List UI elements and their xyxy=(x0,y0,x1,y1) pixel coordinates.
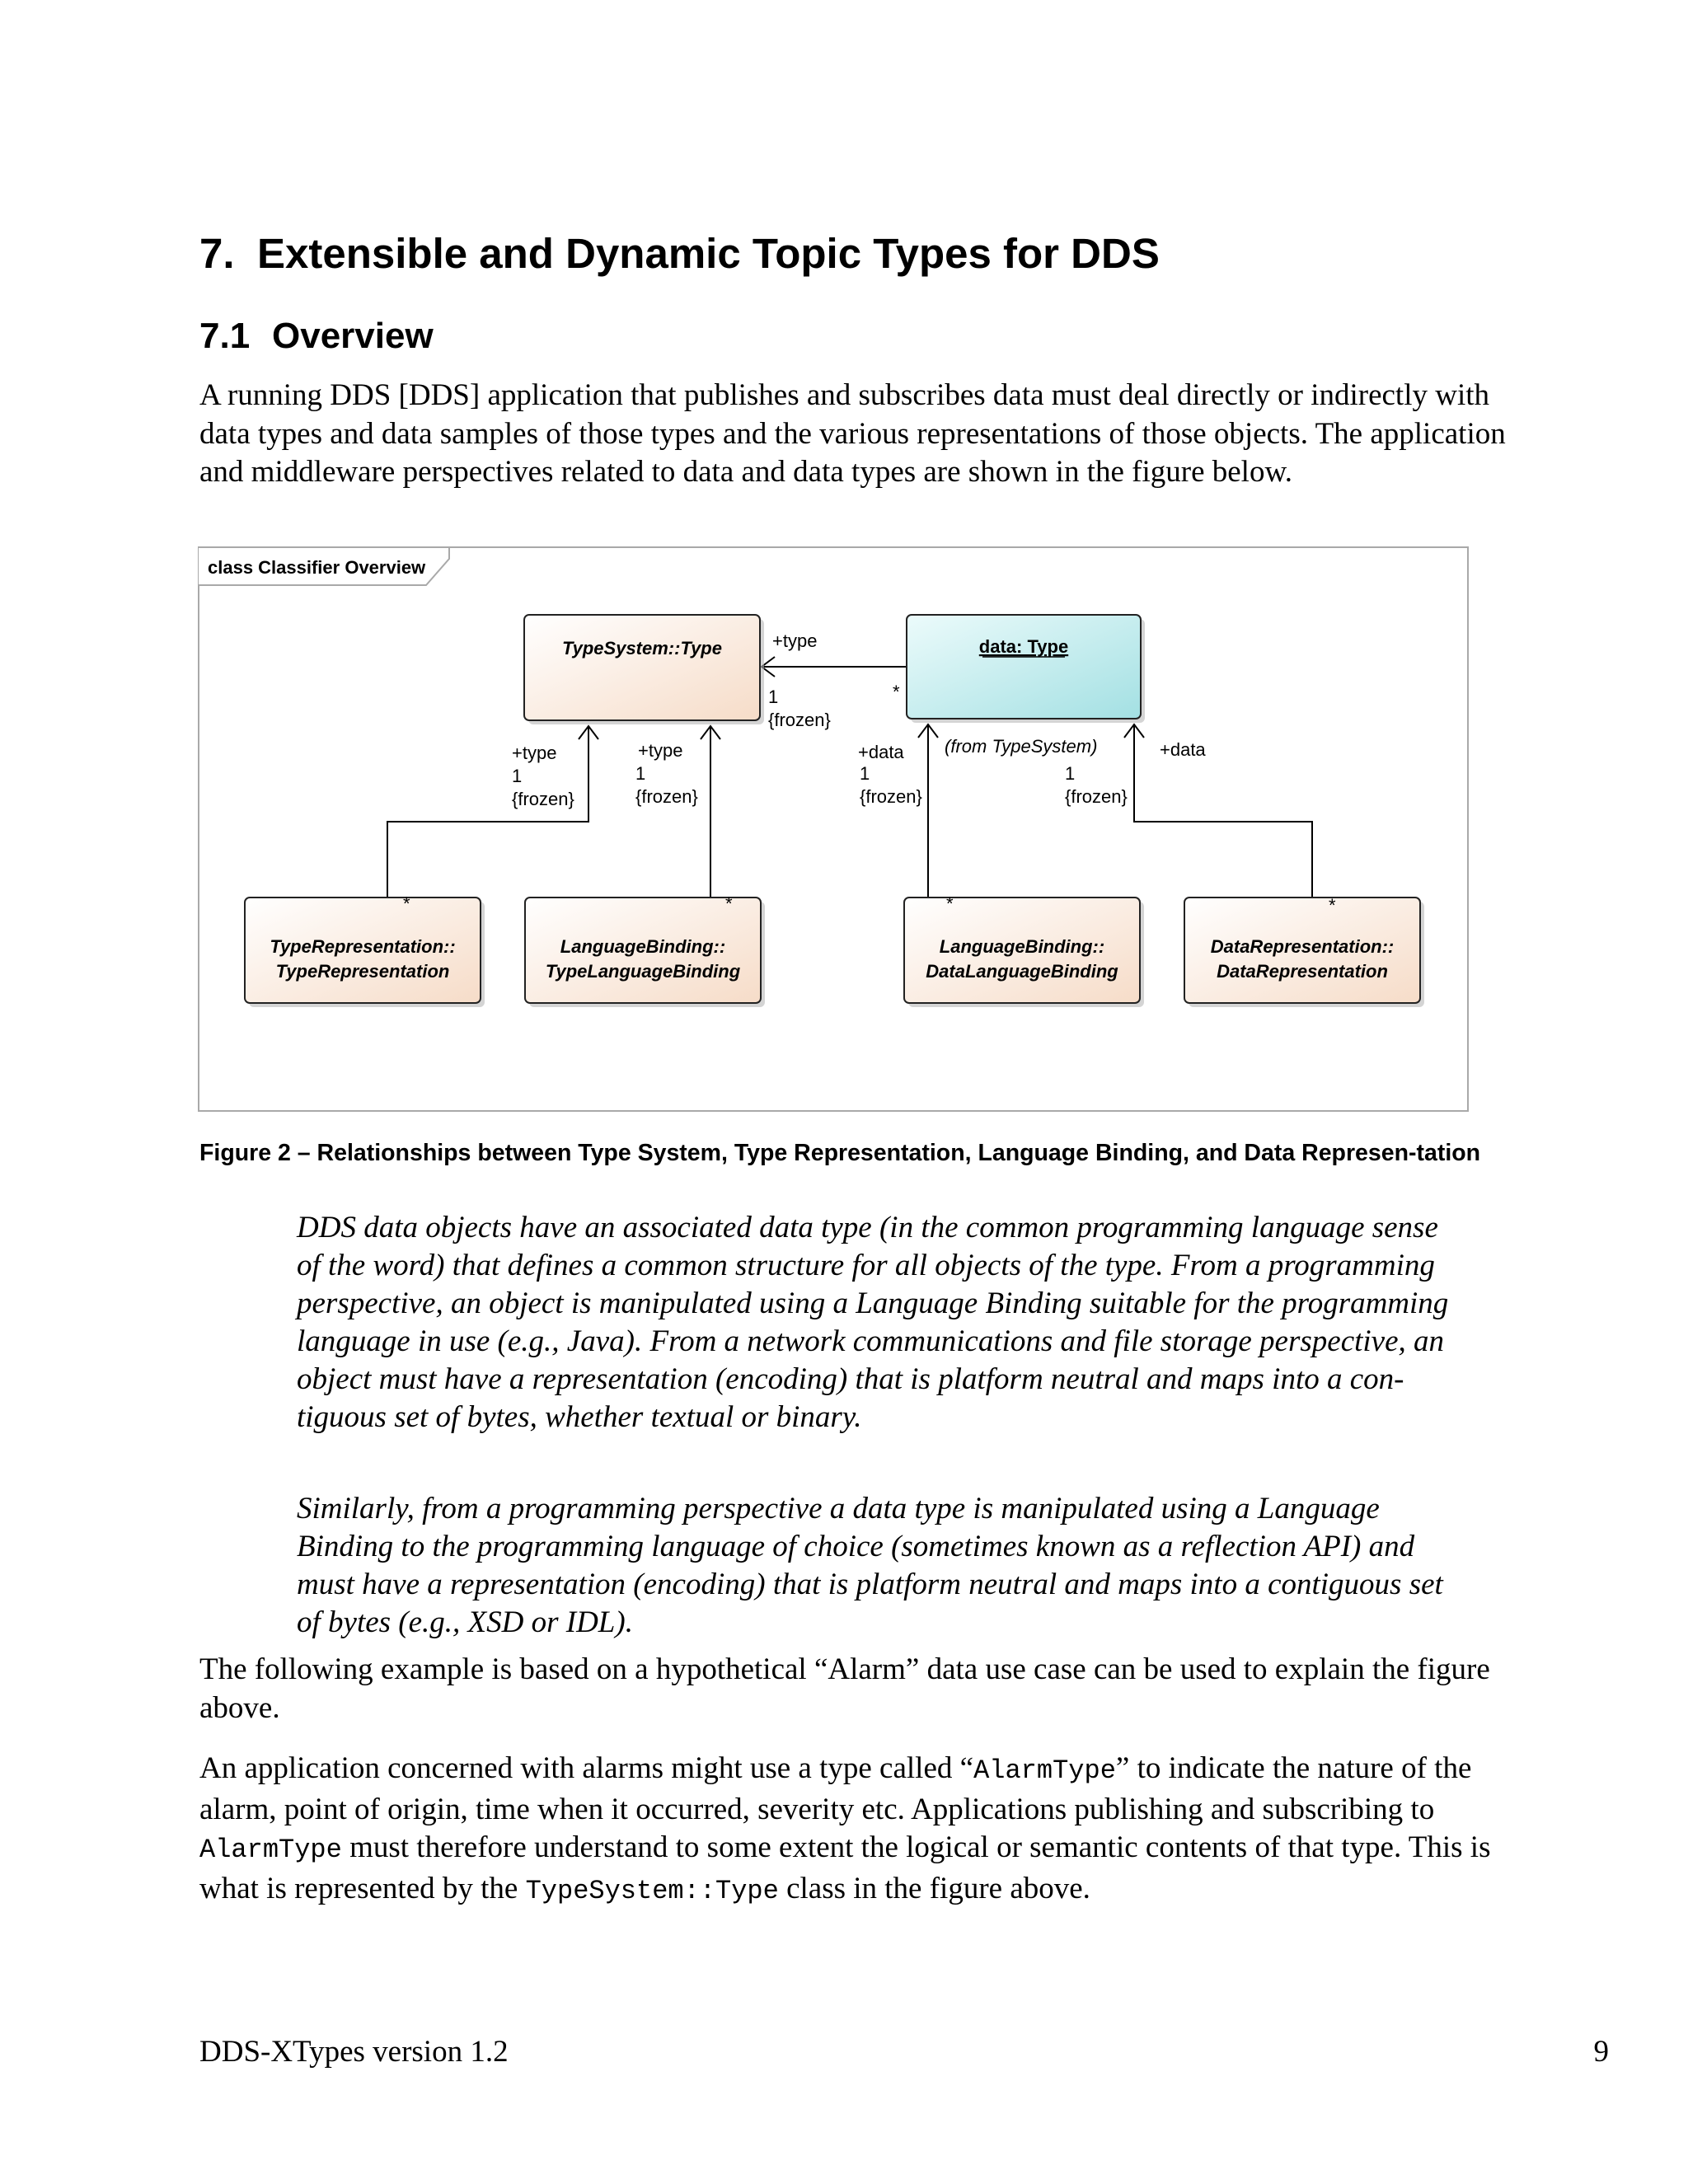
class-name-line-2: DataLanguageBinding xyxy=(926,961,1118,982)
class-name-line-1: TypeRepresentation:: xyxy=(270,936,455,957)
arrowhead-typerep xyxy=(578,724,599,740)
class-name-line-1: LanguageBinding:: xyxy=(940,936,1104,957)
diagram-frame xyxy=(198,546,1469,1112)
figure-caption: Figure 2 – Relationships between Type Sy… xyxy=(199,1140,1481,1166)
example-paragraph: The following example is based on a hypo… xyxy=(199,1652,1490,1725)
arrowhead-datalangbinding xyxy=(917,723,939,738)
footer-page-number: 9 xyxy=(1593,2035,1610,2069)
code-alarmtype: AlarmType xyxy=(973,1755,1116,1786)
multiplicity-label: * xyxy=(946,893,954,914)
class-data-language-binding: LanguageBinding:: DataLanguageBinding xyxy=(903,897,1144,1007)
quote-paragraph-1: DDS data objects have an associated data… xyxy=(297,1211,1449,1434)
text-run: ” to indicate the nature of the alarm, p… xyxy=(199,1751,1472,1826)
class-type-language-binding: LanguageBinding:: TypeLanguageBinding xyxy=(524,897,765,1007)
constraint-label: {frozen} xyxy=(1065,786,1128,807)
arrowhead-datarep xyxy=(1123,723,1145,738)
class-type-representation: TypeRepresentation:: TypeRepresentation xyxy=(244,897,485,1007)
text-run: class in the figure above. xyxy=(778,1871,1090,1905)
intro-paragraph: A running DDS [DDS] application that pub… xyxy=(199,378,1506,489)
class-typesystem-type: TypeSystem::Type xyxy=(523,614,764,724)
multiplicity-label: * xyxy=(725,893,733,914)
class-name: TypeSystem::Type xyxy=(562,638,722,658)
arrowhead-typelangbinding xyxy=(700,724,721,740)
multiplicity-label: 1 xyxy=(768,687,778,707)
text-run: must therefore understand to some extent… xyxy=(199,1830,1491,1905)
datarep-association-line xyxy=(1133,724,1313,898)
section-heading: 7.1 Overview xyxy=(199,315,434,358)
class-data-representation: DataRepresentation:: DataRepresentation xyxy=(1184,897,1424,1007)
association-labels: +type 1 {frozen} * +type 1 {frozen} +typ… xyxy=(403,630,1336,916)
multiplicity-label: 1 xyxy=(860,763,870,784)
class-name-line-2: DataRepresentation xyxy=(1217,961,1388,982)
code-typesystem-type: TypeSystem::Type xyxy=(525,1875,779,1906)
section-title: Overview xyxy=(272,316,434,356)
role-label: +type xyxy=(772,630,817,651)
role-label: +type xyxy=(638,740,682,761)
multiplicity-label: 1 xyxy=(1065,763,1075,784)
from-typesystem-note: (from TypeSystem) xyxy=(945,736,1097,757)
frame-label: class Classifier Overview xyxy=(208,557,426,578)
constraint-label: {frozen} xyxy=(635,786,698,807)
quote-paragraph-2: Similarly, from a programming perspectiv… xyxy=(297,1492,1443,1639)
uml-class-diagram: class Classifier Overview TypeSystem::Ty… xyxy=(198,546,1469,1112)
connectors xyxy=(387,656,1313,898)
role-label: +data xyxy=(1160,739,1206,760)
class-data-type: data: Type xyxy=(906,614,1145,723)
chapter-number: 7. xyxy=(199,230,235,277)
multiplicity-label: * xyxy=(403,893,410,914)
class-name-line-1: DataRepresentation:: xyxy=(1211,936,1394,957)
text-run: An application concerned with alarms mig… xyxy=(199,1751,974,1785)
role-label: +data xyxy=(858,742,904,762)
class-name-line-2: TypeLanguageBinding xyxy=(546,961,741,982)
footer-document-title: DDS-XTypes version 1.2 xyxy=(199,2035,509,2069)
chapter-heading: 7. Extensible and Dynamic Topic Types for… xyxy=(199,229,1559,279)
class-name-line-1: LanguageBinding:: xyxy=(560,936,725,957)
constraint-label: {frozen} xyxy=(512,789,574,809)
multiplicity-label: * xyxy=(893,682,900,702)
section-number: 7.1 xyxy=(199,316,251,356)
chapter-title: Extensible and Dynamic Topic Types for D… xyxy=(257,230,1160,277)
constraint-label: {frozen} xyxy=(768,710,831,730)
alarm-paragraph: An application concerned with alarms mig… xyxy=(199,1750,1510,1910)
role-label: +type xyxy=(512,743,556,763)
typerep-association-line xyxy=(387,726,589,898)
class-name: data: Type xyxy=(979,636,1068,657)
multiplicity-label: 1 xyxy=(512,766,522,786)
constraint-label: {frozen} xyxy=(860,786,922,807)
multiplicity-label: * xyxy=(1329,895,1336,916)
frame-label-tab xyxy=(199,546,450,586)
multiplicity-label: 1 xyxy=(635,763,645,784)
class-name-line-2: TypeRepresentation xyxy=(276,961,450,982)
code-alarmtype: AlarmType xyxy=(199,1835,342,1865)
